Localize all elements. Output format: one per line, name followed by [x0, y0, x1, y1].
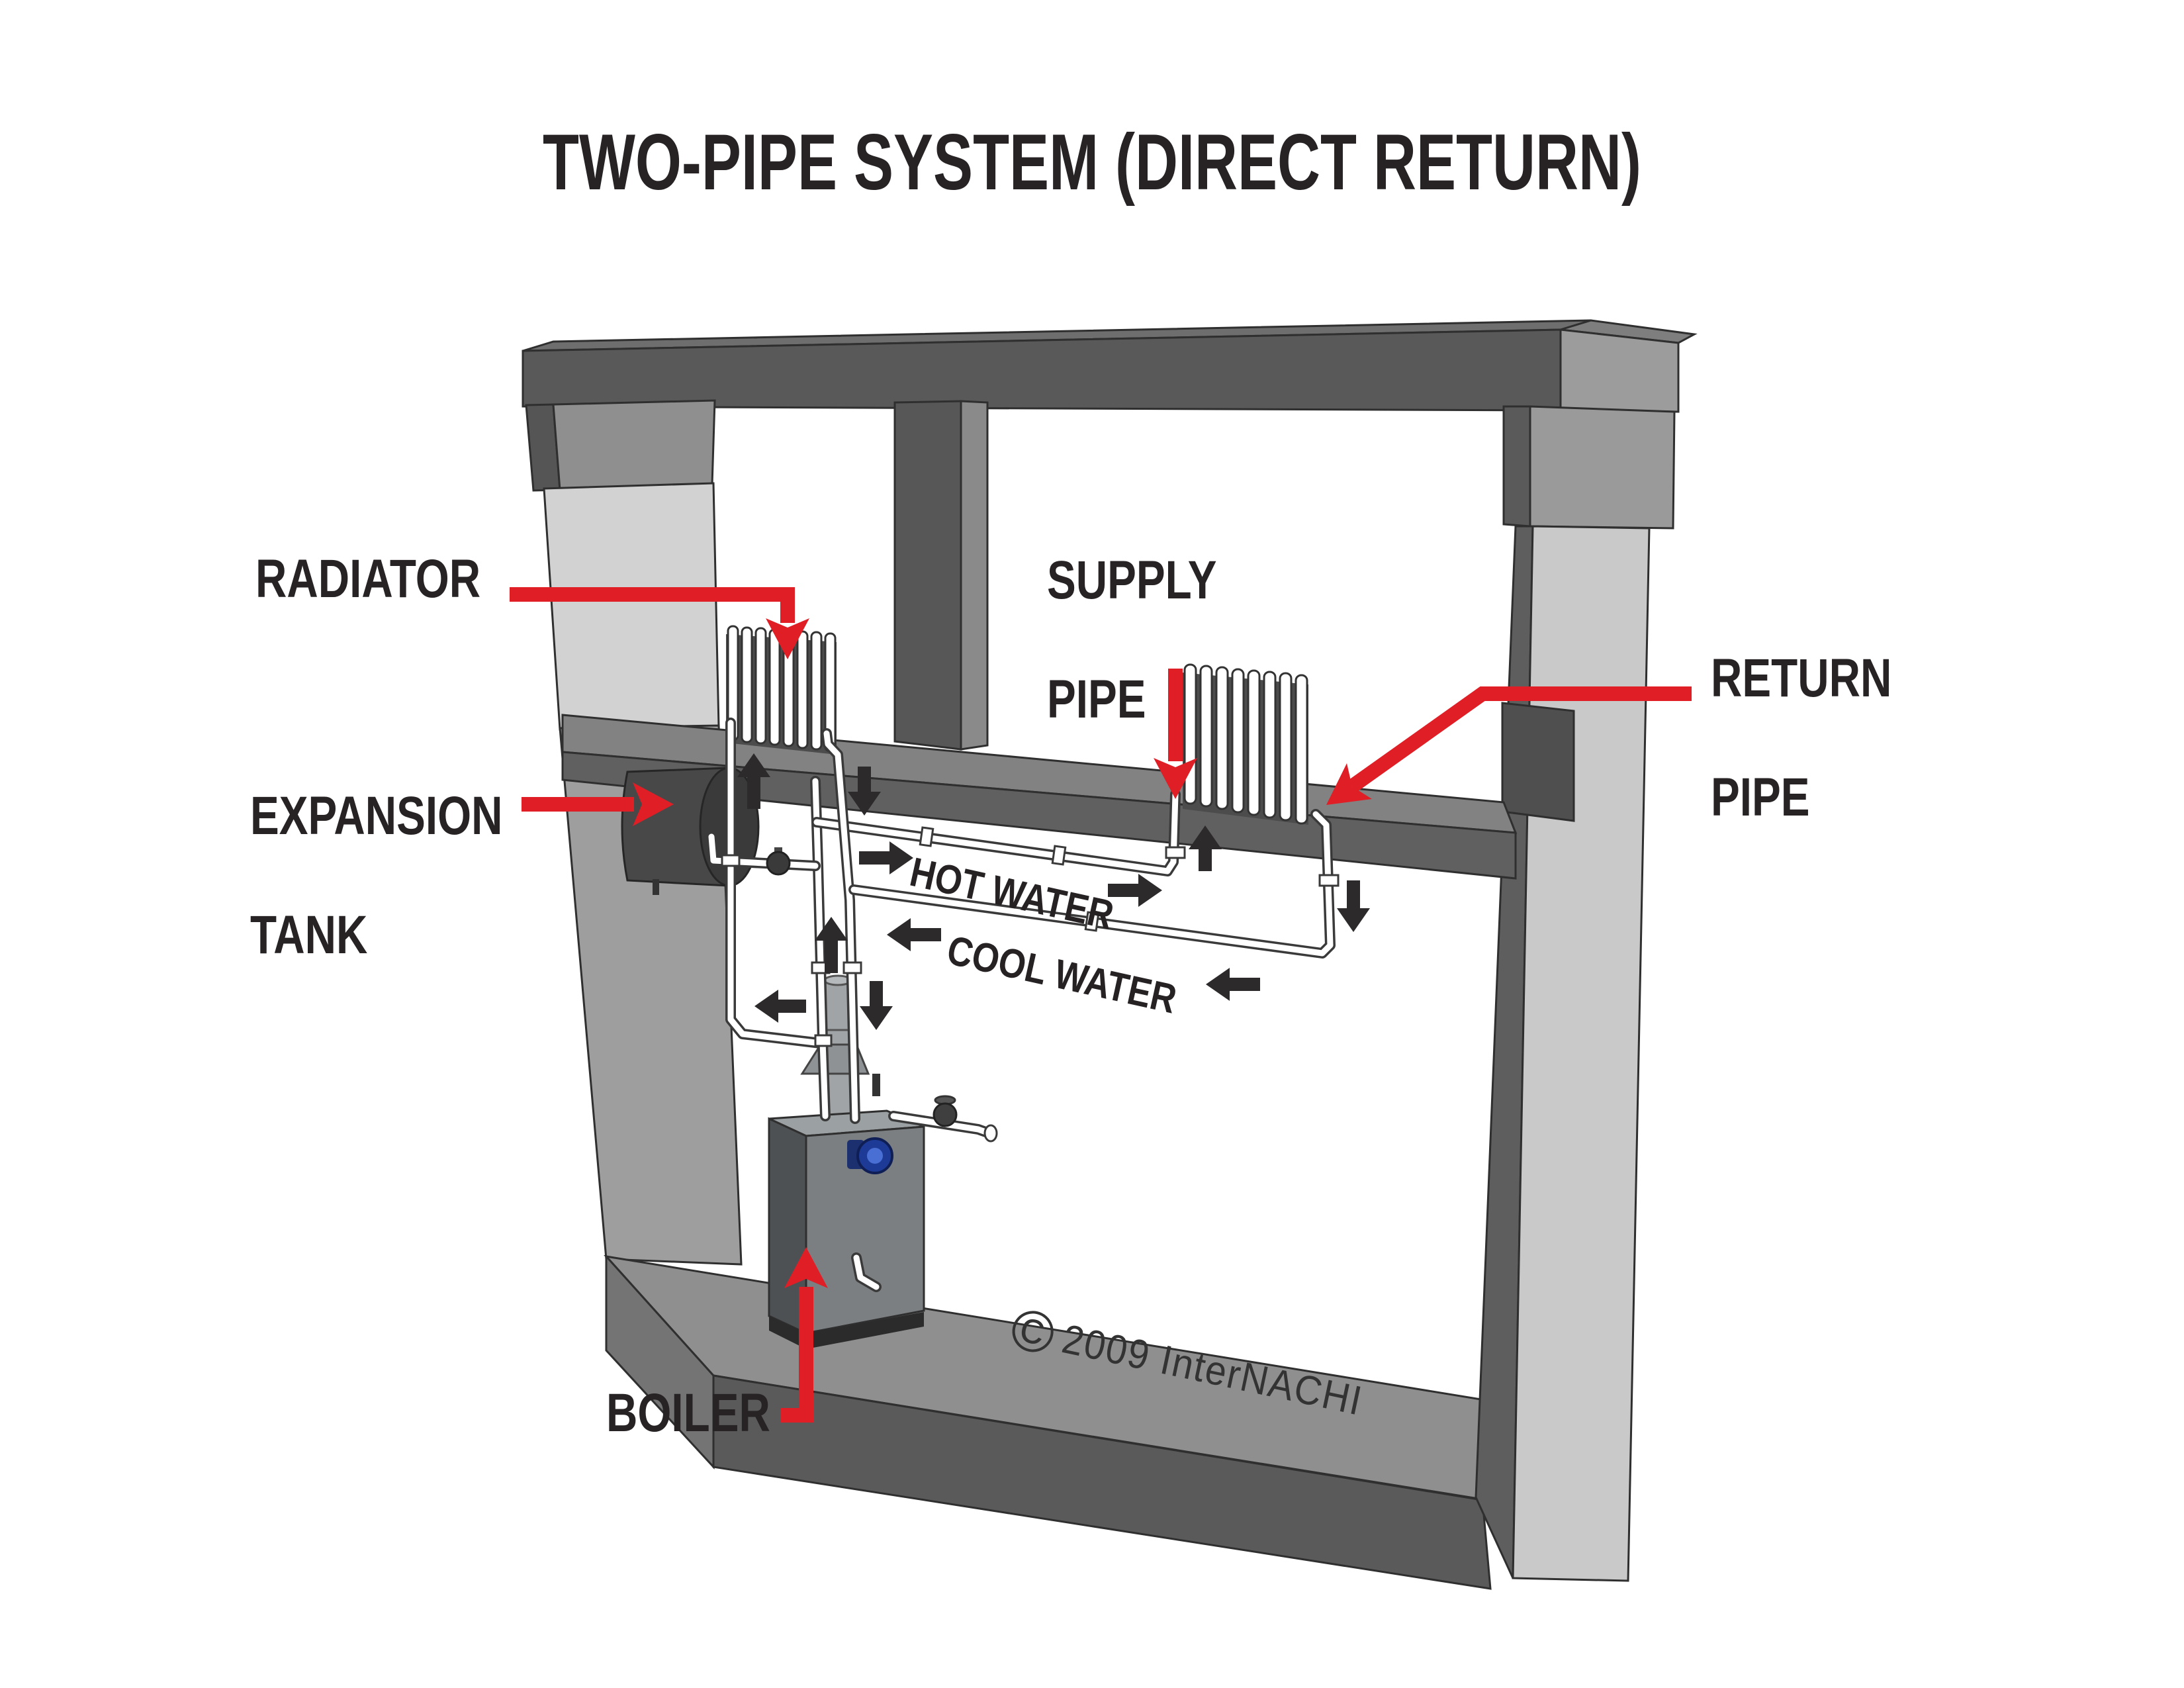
flow-arrow-down-icon [848, 767, 881, 816]
expansion-tank-label-line1: EXPANSION [250, 786, 503, 846]
radiator-fin [1247, 669, 1261, 816]
spigot-end [983, 1124, 998, 1143]
expansion-callout-arrowhead-icon [633, 782, 674, 826]
radiator-fin [1295, 674, 1308, 825]
radiator-callout-arrowhead-icon [766, 618, 809, 659]
right-column-mid-block [1501, 702, 1575, 822]
left-wall-upper [543, 482, 720, 731]
top-beam [522, 319, 1698, 413]
supply-pipe-label-line2: PIPE [1047, 669, 1146, 729]
flow-arrow-left-icon [754, 990, 806, 1023]
radiator-fin [754, 627, 767, 745]
return-callout-line [1347, 686, 1692, 792]
flow-arrow-right-icon [1108, 874, 1162, 907]
radiator-fin [1279, 672, 1293, 821]
relief-valve [872, 1074, 880, 1096]
radiator-fin [1231, 668, 1245, 814]
radiator-fin [796, 630, 809, 749]
circulator-pump-hub [867, 1148, 883, 1164]
floor-front-face [712, 1374, 1492, 1590]
supply-pipe-label-line1: SUPPLY [1047, 550, 1217, 610]
boiler-label: BOILER [606, 1383, 770, 1443]
center-post [893, 400, 989, 751]
radiator-callout-line [510, 587, 795, 623]
shutoff-valve-icon [766, 851, 791, 876]
flow-arrow-left-icon [1206, 968, 1260, 1001]
flow-arrow-left-icon [887, 918, 941, 951]
pipe-coupling [842, 961, 862, 974]
right-column-cap-side [1502, 405, 1531, 528]
flow-arrow-down-icon [1337, 880, 1370, 932]
radiator-fin [741, 626, 753, 743]
radiator-2-body [1183, 673, 1308, 825]
right-column [1475, 405, 1676, 1582]
boiler-drip-pipe [853, 1254, 880, 1290]
left-wall-cap [552, 399, 716, 491]
pipe-coupling [1051, 845, 1067, 866]
supply-pipe-radiator1 [727, 720, 824, 1047]
radiator-2 [1183, 663, 1308, 825]
cool-water-main [850, 811, 1334, 957]
expansion-tank-drain [653, 879, 659, 895]
expansion-tank-label-line2: TANK [250, 905, 368, 965]
radiator-fin [1215, 666, 1229, 810]
pipe-coupling [919, 826, 934, 847]
radiator-label: RADIATOR [255, 549, 481, 609]
piping [706, 718, 1340, 1292]
radiator-fin [1199, 665, 1213, 808]
radiator-fin [1263, 671, 1277, 819]
boiler-callout-line [781, 1287, 813, 1423]
page-title: TWO-PIPE SYSTEM (DIRECT RETURN) [542, 118, 1641, 207]
expansion-tank [621, 767, 760, 895]
flow-arrows [737, 753, 1370, 1030]
right-column-front [1512, 525, 1651, 1582]
right-column-cap [1529, 405, 1676, 530]
center-post-side [960, 400, 989, 751]
flow-arrow-up-icon [1189, 825, 1222, 871]
flow-arrow-down-icon [860, 981, 893, 1030]
pipe-coupling [814, 1034, 833, 1047]
radiator-fin [810, 631, 823, 751]
radiator-1 [726, 625, 837, 755]
flow-arrow-up-icon [815, 917, 848, 973]
expansion-tank-label: EXPANSION TANK [250, 786, 503, 965]
pipe-coupling [1084, 911, 1100, 932]
boiler [768, 974, 925, 1349]
radiator-fin [768, 628, 781, 746]
pipe-coupling [721, 854, 741, 867]
return-pipe-label-line2: PIPE [1711, 767, 1810, 827]
hot-water-main [813, 791, 1179, 874]
supply-callout-arrowhead-icon [1154, 758, 1197, 799]
top-beam-end-face [1559, 328, 1680, 413]
radiator-1-body [726, 634, 837, 755]
pipe-coupling [1165, 846, 1186, 859]
pipe-coupling [1318, 874, 1340, 887]
callout-arrows [510, 587, 1692, 1423]
flow-arrow-up-icon [737, 753, 770, 809]
return-pipe-label: RETURN PIPE [1711, 649, 1891, 827]
flow-arrow-right-icon [859, 841, 913, 874]
return-callout-arrowhead-icon [1326, 763, 1372, 805]
return-pipe-label-line1: RETURN [1711, 648, 1892, 708]
boiler-callout-arrowhead-icon [784, 1247, 828, 1288]
supply-pipe-label: SUPPLY PIPE [1047, 551, 1216, 729]
center-post-front [893, 400, 962, 751]
boiler-valve-icon [933, 1102, 958, 1127]
